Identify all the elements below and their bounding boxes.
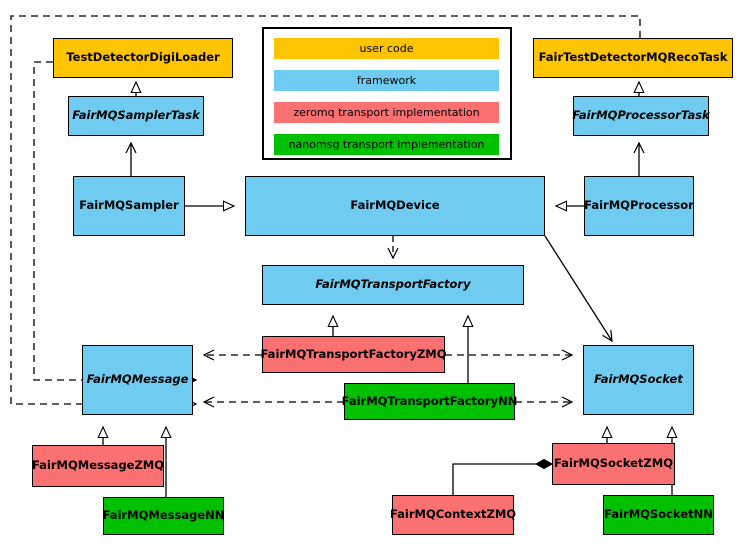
class-node-fairmqtransportfactory[interactable]: FairMQTransportFactory: [262, 265, 524, 305]
class-node-fairmqsocketzmq[interactable]: FairMQSocketZMQ: [552, 443, 675, 485]
edge-device-to-socket: [544, 235, 612, 341]
legend-item-user-code: user code: [274, 38, 499, 59]
class-node-fairmqsocket[interactable]: FairMQSocket: [583, 345, 694, 415]
class-node-fairmqsamplertask[interactable]: FairMQSamplerTask: [68, 96, 204, 136]
class-node-fairmqtransportfactoryzmq[interactable]: FairMQTransportFactoryZMQ: [261, 336, 447, 373]
legend: user code framework zeromq transport imp…: [262, 27, 512, 160]
class-node-fairmqsocketnn[interactable]: FairMQSocketNN: [603, 495, 714, 535]
class-node-fairtestdetectormqrecotask[interactable]: FairTestDetectorMQRecoTask: [533, 38, 733, 78]
class-node-fairmqsampler[interactable]: FairMQSampler: [73, 176, 185, 236]
class-node-fairmqmessagenn[interactable]: FairMQMessageNN: [103, 497, 224, 535]
class-node-fairmqmessage[interactable]: FairMQMessage: [82, 345, 193, 415]
edge-contextzmq-to-socketzmq: [452, 458, 554, 495]
class-node-fairmqprocessor[interactable]: FairMQProcessor: [584, 176, 694, 236]
class-node-testdetectordigiloader[interactable]: TestDetectorDigiLoader: [53, 38, 233, 78]
legend-item-zeromq: zeromq transport implementation: [274, 102, 499, 123]
legend-item-nanomsg: nanomsg transport implementation: [274, 134, 499, 155]
class-node-fairmqprocessortask[interactable]: FairMQProcessorTask: [572, 96, 710, 136]
legend-item-framework: framework: [274, 70, 499, 91]
class-node-fairmqdevice[interactable]: FairMQDevice: [245, 176, 545, 236]
class-node-fairmqtransportfactorynn[interactable]: FairMQTransportFactoryNN: [342, 383, 517, 420]
class-node-fairmqcontextzmq[interactable]: FairMQContextZMQ: [390, 495, 516, 535]
class-node-fairmqmessagezmq[interactable]: FairMQMessageZMQ: [32, 445, 164, 487]
